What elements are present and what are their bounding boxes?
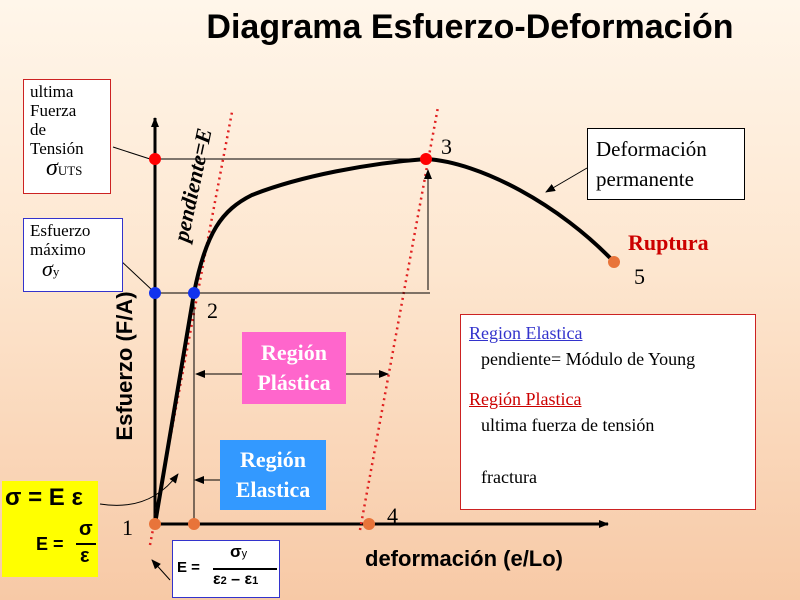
yield-line-1: Esfuerzo [30, 221, 91, 240]
modulus-numerator-sub: y [241, 548, 248, 560]
yield-pointer [119, 259, 153, 291]
modulus-numerator: σ [230, 542, 242, 561]
point-uts-axis [149, 153, 161, 165]
hooke-equation: σ = E ε [5, 484, 83, 511]
modulus-e-label: E = [177, 559, 200, 576]
legend-elastic-title: Region Elastica [469, 323, 583, 343]
uts-subscript: UTS [57, 163, 83, 178]
point-5-label: 5 [634, 264, 645, 289]
modulus-sub-1: 1 [252, 575, 259, 587]
point-4-label: 4 [387, 503, 398, 528]
uts-line-3: de [30, 120, 47, 139]
point-yield-axis [149, 287, 161, 299]
yield-sigma-symbol: σ [42, 256, 53, 281]
point-1-label: 1 [122, 515, 133, 540]
hooke-denominator: ε [80, 545, 90, 567]
hooke-pointer [99, 473, 179, 506]
modulus-fraction-bar [213, 568, 277, 570]
modulus-eps-2: ε [213, 571, 221, 588]
hooke-numerator: σ [79, 518, 93, 540]
hooke-e-label: E = [36, 534, 64, 554]
modulus-minus-eps-1: – ε [231, 571, 253, 588]
point-3 [420, 153, 432, 165]
legend-plastic-desc-2: fractura [481, 467, 537, 487]
elastic-region-label: Región Elastica [220, 440, 326, 510]
elastic-line-1: Región [240, 447, 306, 472]
yield-line-2: máximo [30, 240, 86, 259]
modulus-pointer [151, 559, 171, 581]
point-3-label: 3 [441, 134, 452, 159]
uts-callout: ultima Fuerza de Tensión σUTS [23, 79, 111, 194]
uts-pointer [112, 146, 151, 160]
rupture-label: Ruptura [628, 230, 709, 255]
stress-strain-curve [153, 156, 616, 526]
region-legend: Region Elastica pendiente= Módulo de You… [460, 314, 756, 510]
uts-line-2: Fuerza [30, 101, 77, 120]
plastic-line-1: Región [261, 340, 327, 365]
uts-line-4: Tensión [30, 139, 84, 158]
uts-sigma-symbol: σ [46, 155, 58, 181]
hooke-law-box: σ = E ε E = σ ε [2, 481, 98, 577]
diagram-title: Diagrama Esfuerzo-Deformación [206, 8, 734, 46]
plastic-line-2: Plástica [257, 370, 331, 395]
point-4 [363, 518, 375, 530]
legend-elastic-desc: pendiente= Módulo de Young [481, 349, 696, 369]
permanent-line-1: Deformación [596, 137, 707, 161]
yield-callout: Esfuerzo máximo σy [23, 218, 123, 292]
point-2-label: 2 [207, 298, 218, 323]
permanent-line-2: permanente [596, 167, 694, 191]
uts-line-1: ultima [30, 82, 74, 101]
point-yield-strain [188, 518, 200, 530]
x-axis-label: deformación (e/Lo) [365, 546, 564, 571]
hooke-fraction-bar [76, 543, 96, 545]
yield-subscript: y [52, 264, 60, 279]
legend-plastic-desc-1: ultima fuerza de tensión [481, 415, 655, 435]
elastic-line-2: Elastica [235, 477, 311, 502]
modulus-sub-2: 2 [220, 575, 227, 587]
slope-line-offset [358, 106, 440, 531]
modulus-formula-box: E = σy ε2 – ε1 [172, 540, 280, 598]
legend-plastic-title: Región Plastica [469, 389, 582, 409]
point-2 [188, 287, 200, 299]
plastic-region-label: Región Plástica [242, 332, 346, 404]
point-1 [149, 518, 161, 530]
y-axis-label: Esfuerzo (F/A) [112, 291, 137, 441]
point-5 [608, 256, 620, 268]
permanent-deformation-callout: Deformación permanente [587, 128, 745, 200]
permanent-pointer [545, 167, 588, 193]
